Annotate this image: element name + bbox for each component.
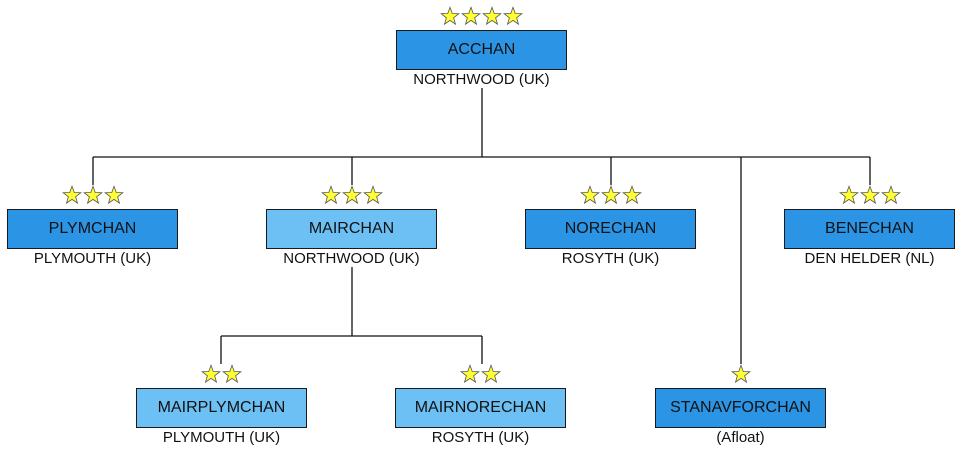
star-icon — [503, 6, 523, 26]
star-icon — [482, 6, 502, 26]
star-icon — [621, 185, 642, 205]
node-box[interactable]: MAIRCHAN — [266, 209, 437, 249]
rank-stars — [7, 185, 178, 205]
star-icon — [461, 6, 481, 26]
node-box[interactable]: NORECHAN — [525, 209, 696, 249]
star-icon — [82, 185, 103, 205]
star-icon — [460, 364, 480, 384]
rank-stars — [266, 185, 437, 205]
star-icon — [201, 364, 221, 384]
star-icon — [440, 6, 460, 26]
node-location: PLYMOUTH (UK) — [162, 429, 281, 446]
rank-stars — [395, 364, 566, 384]
star-icon — [222, 364, 242, 384]
node-location: ROSYTH (UK) — [431, 429, 530, 446]
star-icon — [838, 185, 859, 205]
star-icon — [880, 185, 901, 205]
node-location: NORTHWOOD (UK) — [283, 250, 420, 267]
star-icon — [600, 185, 621, 205]
star-icon — [341, 185, 362, 205]
node-location: ROSYTH (UK) — [561, 250, 660, 267]
node-box[interactable]: MAIRPLYMCHAN — [136, 388, 307, 428]
rank-stars — [784, 185, 955, 205]
star-icon — [362, 185, 383, 205]
node-box[interactable]: BENECHAN — [784, 209, 955, 249]
node-box[interactable]: ACCHAN — [396, 30, 567, 70]
rank-stars — [396, 6, 567, 26]
star-icon — [859, 185, 880, 205]
node-box[interactable]: PLYMCHAN — [7, 209, 178, 249]
star-icon — [61, 185, 82, 205]
star-icon — [481, 364, 501, 384]
node-box[interactable]: STANAVFORCHAN — [655, 388, 826, 428]
star-icon — [579, 185, 600, 205]
node-location: (Afloat) — [716, 429, 765, 446]
node-location: PLYMOUTH (UK) — [33, 250, 152, 267]
star-icon — [320, 185, 341, 205]
rank-stars — [136, 364, 307, 384]
star-icon — [103, 185, 124, 205]
star-icon — [730, 364, 751, 384]
rank-stars — [525, 185, 696, 205]
node-location: DEN HELDER (NL) — [804, 250, 935, 267]
rank-stars — [655, 364, 826, 384]
node-box[interactable]: MAIRNORECHAN — [395, 388, 566, 428]
node-location: NORTHWOOD (UK) — [413, 71, 550, 88]
